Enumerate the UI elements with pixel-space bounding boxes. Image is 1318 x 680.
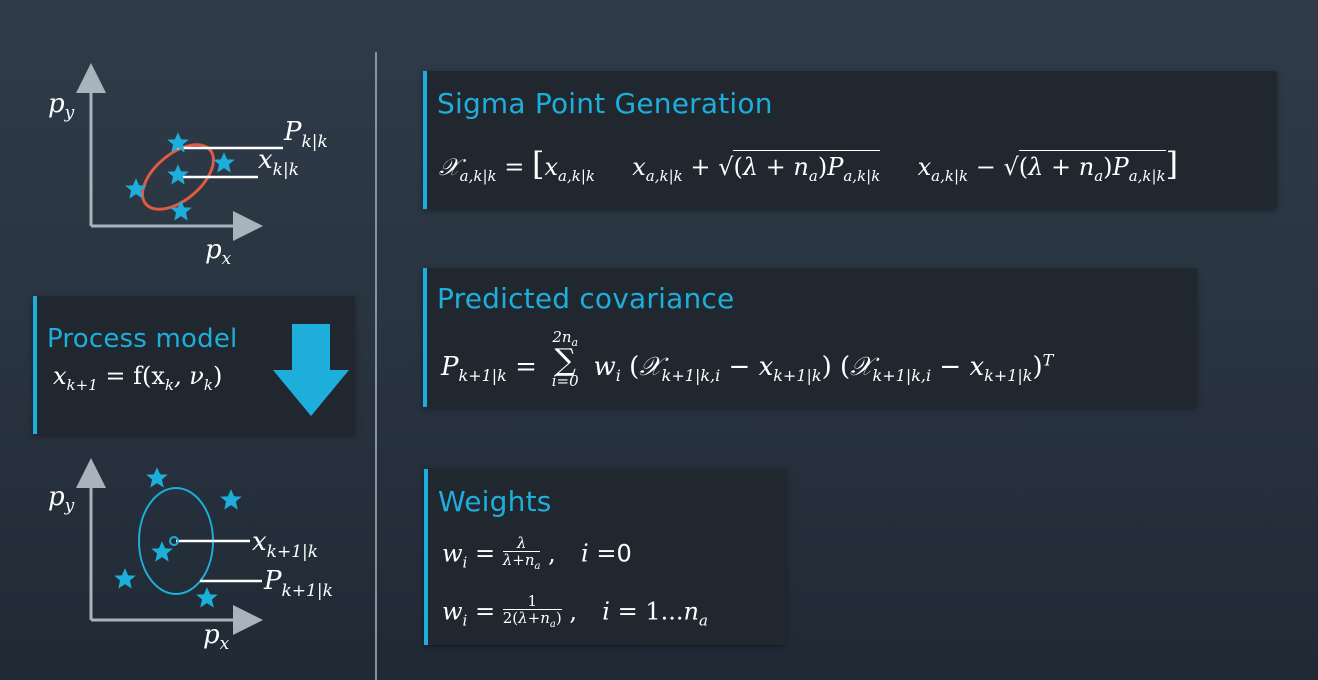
sigma-point-equation: 𝒳a,k|k = [xa,k|k xa,k|k + √(λ + na)Pa,k|… <box>439 145 1179 185</box>
arrow-down-icon <box>273 324 349 416</box>
covariance-label: Pk|k <box>283 117 328 152</box>
weight-equation-0: wi = λ λ+na , i =0 <box>442 534 632 572</box>
state-label: xk|k <box>258 145 299 180</box>
weight-equation-rest: wi = 1 2(λ+na) , i = 1...na <box>442 592 708 630</box>
predicted-covariance-equation: Pk+1|k = 2na ∑ i=0 wi (𝒳k+1|k,i − xk+1|k… <box>441 328 1054 390</box>
y-axis-label: py <box>48 89 75 123</box>
sigma-point-star-icon <box>114 568 136 589</box>
predicted-covariance-title: Predicted covariance <box>437 282 735 315</box>
covariance-ellipse <box>141 143 215 211</box>
sigma-point-title: Sigma Point Generation <box>437 87 773 120</box>
sigma-point-star-icon <box>213 152 235 173</box>
sigma-points-diagram-before: py px Pk|k xk|k <box>48 63 328 269</box>
x-axis-label: px <box>203 620 230 654</box>
weights-title: Weights <box>438 485 552 518</box>
sigma-point-star-icon <box>170 200 192 221</box>
covariance-label: Pk+1|k <box>263 566 333 601</box>
state-label: xk+1|k <box>252 527 318 562</box>
sigma-point-star-icon <box>167 164 189 185</box>
sigma-point-star-icon <box>151 541 173 562</box>
sigma-points-diagram-after: py px xk+1|k Pk+1|k <box>48 458 333 654</box>
sigma-point-panel: Sigma Point Generation 𝒳a,k|k = [xa,k|k … <box>423 71 1277 209</box>
sigma-point-star-icon <box>196 587 218 608</box>
mean-point <box>169 536 179 546</box>
x-axis-label: px <box>205 235 232 269</box>
process-model-equation: xk+1 = f(xk, νk) <box>53 362 223 394</box>
y-axis-label: py <box>48 482 75 516</box>
weights-panel: Weights wi = λ λ+na , i =0 wi = 1 2(λ+na… <box>424 469 786 645</box>
sigma-point-star-icon <box>220 489 242 510</box>
process-model-panel: Process model xk+1 = f(xk, νk) <box>33 296 355 434</box>
vertical-divider <box>375 52 377 680</box>
predicted-covariance-panel: Predicted covariance Pk+1|k = 2na ∑ i=0 … <box>423 268 1197 407</box>
process-model-title: Process model <box>47 324 238 354</box>
sigma-point-star-icon <box>146 467 168 488</box>
